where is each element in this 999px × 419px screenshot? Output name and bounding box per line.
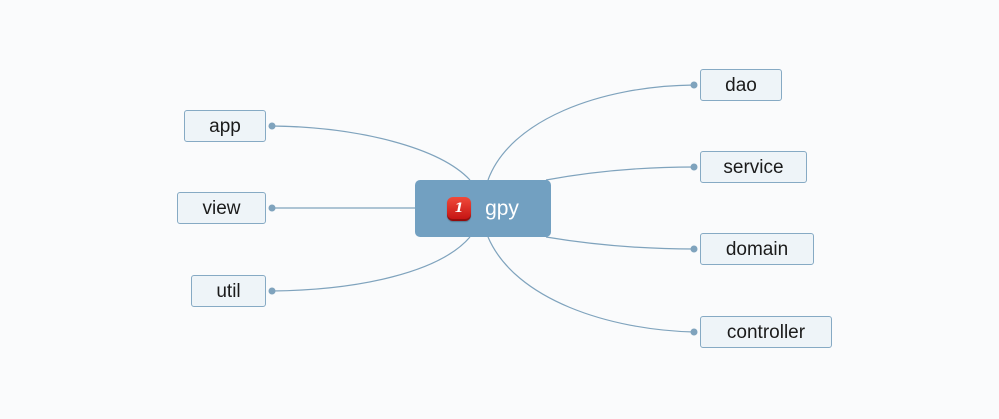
connector-controller	[487, 236, 695, 333]
connector-service	[545, 166, 695, 181]
connector-handle-service[interactable]	[690, 163, 698, 171]
priority-1-icon[interactable]: 1	[447, 196, 472, 221]
priority-marker-text: 1	[454, 201, 464, 216]
central-topic-label: gpy	[485, 196, 519, 220]
topic-label: controller	[726, 321, 806, 343]
topic-label: view	[202, 197, 241, 219]
topic-label: dao	[725, 74, 757, 96]
connector-handle-view[interactable]	[268, 204, 276, 212]
topic-label: domain	[725, 238, 789, 260]
connector-handle-controller[interactable]	[690, 328, 698, 336]
connector-app	[271, 125, 471, 181]
central-topic[interactable]: 1 gpy	[415, 180, 551, 237]
connector-domain	[545, 236, 695, 250]
connector-util	[271, 236, 471, 292]
topic-label: service	[723, 156, 784, 178]
topic-controller[interactable]: controller	[700, 316, 832, 348]
topic-label: util	[216, 280, 241, 302]
topic-view[interactable]: view	[177, 192, 266, 224]
connector-handle-dao[interactable]	[690, 81, 698, 89]
topic-label: app	[209, 115, 241, 137]
connector-handle-domain[interactable]	[690, 245, 698, 253]
topic-util[interactable]: util	[191, 275, 266, 307]
topic-service[interactable]: service	[700, 151, 807, 183]
topic-dao[interactable]: dao	[700, 69, 782, 101]
connector-handle-app[interactable]	[268, 122, 276, 130]
topic-app[interactable]: app	[184, 110, 266, 142]
topic-domain[interactable]: domain	[700, 233, 814, 265]
connector-dao	[487, 84, 695, 181]
connector-handle-util[interactable]	[268, 287, 276, 295]
